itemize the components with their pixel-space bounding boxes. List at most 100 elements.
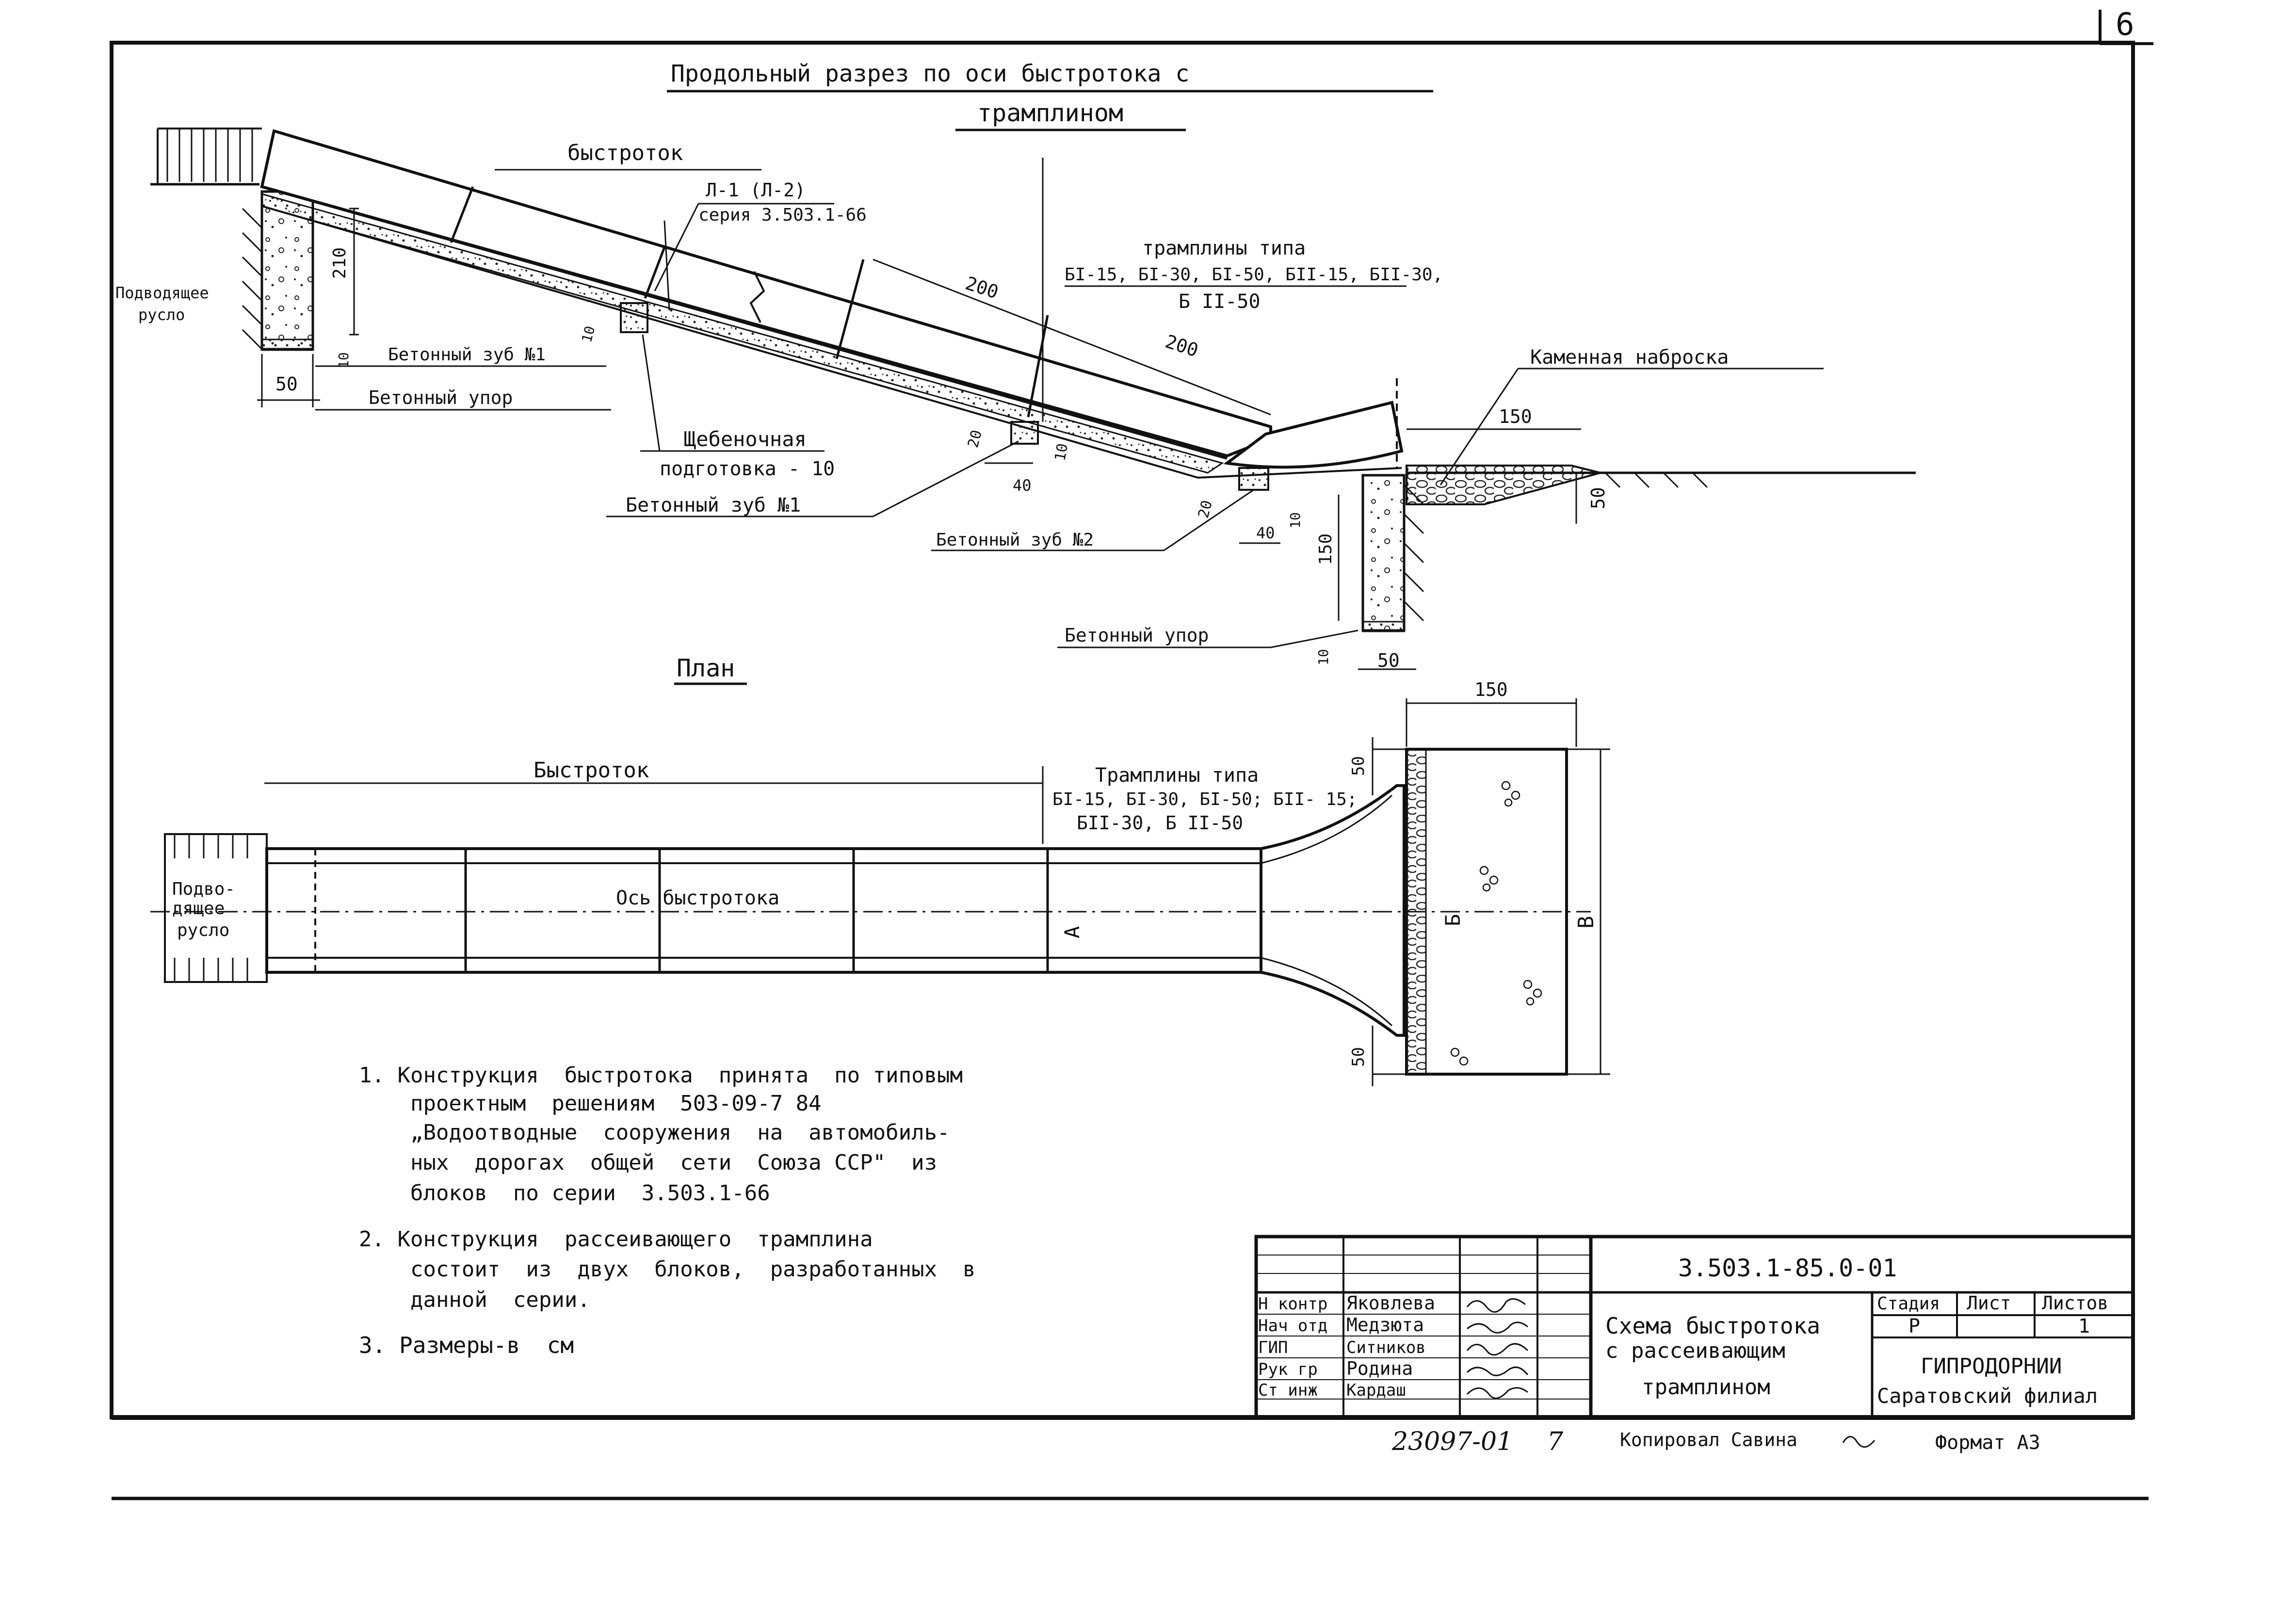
- dim-210: 210: [330, 247, 350, 279]
- label-upor-a: Бетонный упор: [369, 387, 513, 408]
- stamp-stadia-label: Стадия: [1877, 1294, 1940, 1314]
- footer-inventory: 23097-01: [1391, 1427, 1513, 1456]
- dim-10-a: 10: [579, 324, 598, 344]
- soil-hatch-upstream: [166, 129, 253, 182]
- stamp-role-3: ГИП: [1258, 1338, 1288, 1357]
- plan-block-joints: [464, 849, 1049, 972]
- footer-format: Формат А3: [1935, 1432, 2040, 1454]
- note-line-3: „Водоотводные сооружения на автомобиль-: [359, 1120, 950, 1145]
- label-podvod-2: русло: [138, 306, 185, 324]
- stamp-listov-value: 1: [2078, 1315, 2090, 1337]
- title-block: [1254, 1235, 2135, 1419]
- concrete-tooth-1b: [1010, 421, 1039, 445]
- plan-label-A: А: [1060, 926, 1084, 938]
- label-tramplins-types-2: Б II-50: [1179, 290, 1261, 313]
- note-line-6: 2. Конструкция рассеивающего трамплина: [359, 1227, 873, 1252]
- section-title: Продольный разрез по оси быстротока с: [671, 60, 1189, 87]
- dim-50-a: 50: [275, 373, 298, 395]
- label-shcheb-2: подготовка - 10: [660, 458, 835, 480]
- stamp-stadia-value: Р: [1908, 1315, 1920, 1337]
- dim-150-v: 150: [1316, 533, 1336, 565]
- plan-label-V: В: [1574, 916, 1599, 929]
- riprap-section: [1406, 465, 1604, 505]
- plan-label-bystrotok: Быстроток: [534, 758, 649, 783]
- label-zub2: Бетонный зуб №2: [936, 530, 1094, 550]
- stamp-title-3: трамплином: [1642, 1375, 1770, 1400]
- plan-springboard: [1260, 784, 1406, 1037]
- note-line-7: состоит из двух блоков, разработанных в: [359, 1257, 976, 1282]
- label-zub1-a: Бетонный зуб №1: [388, 345, 546, 365]
- dim-50-b: 50: [1377, 650, 1400, 671]
- label-tramplins-header: трамплины типа: [1142, 237, 1306, 259]
- section-dimension-lines: [257, 208, 1581, 670]
- note-line-8: данной серии.: [359, 1288, 590, 1312]
- dim-10-e: 10: [1315, 649, 1331, 665]
- label-zub1-b: Бетонный зуб №1: [626, 494, 801, 516]
- dim-200-b: 200: [1163, 331, 1201, 361]
- plan-label-B: Б: [1441, 914, 1465, 926]
- plan-label-podvod-3: русло: [177, 920, 229, 940]
- block-joints: [450, 186, 1049, 418]
- note-line-2: проектным решениям 503-09-7 84: [359, 1091, 822, 1116]
- plan-title: План: [677, 654, 735, 682]
- label-kamennaya: Каменная наброска: [1530, 346, 1729, 369]
- stamp-name-3: Ситников: [1346, 1338, 1426, 1357]
- footer-copied-by: Копировал Савина: [1620, 1429, 1797, 1450]
- stamp-role-1: Н контр: [1258, 1294, 1327, 1314]
- plan-dim-50-b: 50: [1349, 1047, 1368, 1067]
- stamp-name-2: Медзюта: [1346, 1314, 1424, 1336]
- label-podvod-1: Подводящее: [115, 284, 209, 302]
- plan-label-axis: Ось быстротока: [616, 887, 779, 909]
- plan-label-types-1: БI-15, БI-30, БI-50; БII- 15;: [1052, 789, 1358, 809]
- label-upor-b: Бетонный упор: [1065, 625, 1209, 646]
- stamp-listov-label: Листов: [2042, 1292, 2108, 1314]
- stamp-role-2: Нач отд: [1258, 1316, 1327, 1336]
- plan-dim-150: 150: [1474, 679, 1508, 700]
- dim-10-c: 10: [1051, 442, 1071, 463]
- plan-label-podvod-2: дящее: [172, 899, 225, 918]
- sheet-number: 6: [2116, 7, 2134, 43]
- note-line-4: ных дорогах общей сети Союза ССР" из: [359, 1150, 937, 1175]
- stamp-code: 3.503.1-85.0-01: [1678, 1254, 1897, 1282]
- plan-label-types-2: БII-30, Б II-50: [1077, 812, 1243, 834]
- label-shcheb-1: Щебеночная: [684, 427, 807, 451]
- plan-chute-outline: [265, 847, 1262, 974]
- label-block-series: серия 3.503.1-66: [698, 205, 867, 225]
- stamp-org-1: ГИПРОДОРНИИ: [1921, 1354, 2062, 1379]
- concrete-tooth-2: [1238, 467, 1269, 491]
- stamp-title-1: Схема быстротока: [1605, 1313, 1820, 1339]
- stamp-org-2: Саратовский филиал: [1877, 1384, 2098, 1408]
- note-line-1: 1. Конструкция быстротока принята по тип…: [359, 1063, 963, 1088]
- stamp-list-label: Лист: [1967, 1292, 2011, 1314]
- label-tramplins-types-1: БI-15, БI-30, БI-50, БII-15, БII-30,: [1065, 265, 1443, 285]
- longitudinal-section: [150, 128, 1916, 632]
- dim-50-c: 50: [1587, 487, 1609, 509]
- notes-block: 1. Конструкция быстротока принята по тип…: [359, 1063, 976, 1358]
- stamp-name-4: Родина: [1346, 1358, 1413, 1379]
- plan-leaders: [264, 698, 1610, 1086]
- stamp-name-5: Кардаш: [1346, 1381, 1406, 1400]
- stamp-signatures: [1466, 1298, 1529, 1399]
- stamp-role-5: Ст инж: [1258, 1381, 1318, 1400]
- note-line-9: 3. Размеры-в см: [359, 1332, 574, 1358]
- stamp-title-2: с рассеивающим: [1605, 1338, 1785, 1363]
- footer-copier-signature: [1842, 1436, 1876, 1448]
- dim-200-a: 200: [963, 273, 1001, 303]
- footer-page: 7: [1547, 1427, 1564, 1456]
- dim-20-a: 20: [965, 428, 986, 450]
- plan-view: [150, 748, 1591, 1076]
- concrete-stop-downstream: [1361, 474, 1406, 632]
- plan-label-podvod-1: Подво-: [172, 879, 235, 899]
- concrete-tooth-1a: [620, 302, 648, 333]
- springboard-block: [1223, 401, 1404, 469]
- stamp-role-4: Рук гр: [1258, 1360, 1318, 1379]
- label-block-l: Л-1 (Л-2): [706, 179, 806, 201]
- section-leaders: [315, 158, 1824, 648]
- note-line-5: блоков по серии 3.503.1-66: [359, 1181, 770, 1206]
- plan-label-tramplins-header: Трамплины типа: [1095, 764, 1259, 787]
- break-mark: [749, 271, 765, 323]
- dim-10-b: 10: [336, 352, 352, 369]
- dim-40-b: 40: [1256, 524, 1275, 542]
- gravel-bedding: [261, 193, 1224, 474]
